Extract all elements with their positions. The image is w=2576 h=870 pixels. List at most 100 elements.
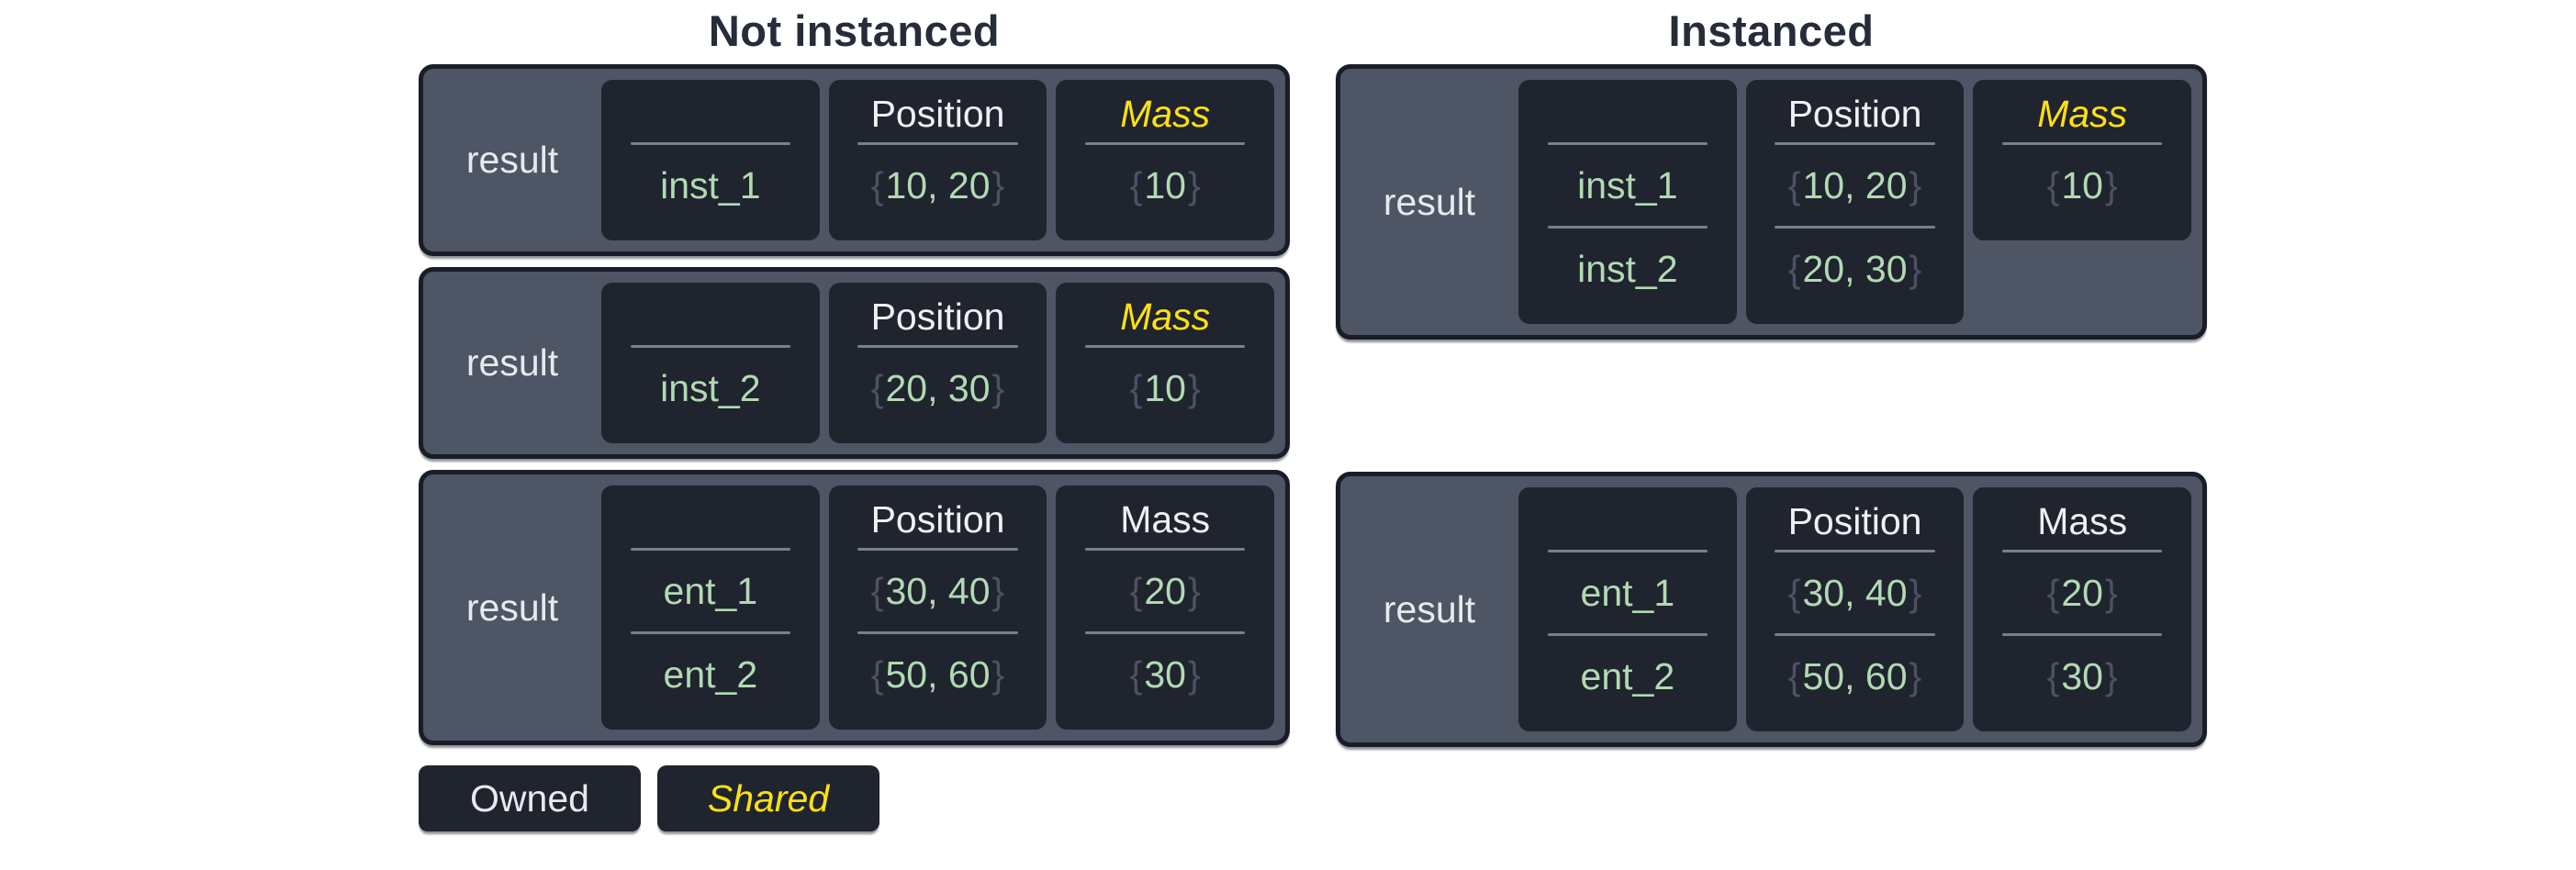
row-divider bbox=[2002, 550, 2163, 552]
component-value-text: 20, 30 bbox=[1802, 247, 1908, 290]
open-brace: { bbox=[870, 652, 884, 696]
open-brace: { bbox=[2046, 163, 2060, 206]
row-divider bbox=[1547, 226, 1708, 229]
result-label: result bbox=[1383, 587, 1476, 630]
column-header: Mass bbox=[1120, 92, 1211, 135]
row-divider bbox=[1547, 142, 1708, 145]
component-value: {20} bbox=[1065, 551, 1265, 631]
component-value: {50, 60} bbox=[1755, 636, 1955, 717]
close-brace: } bbox=[1909, 571, 1922, 614]
open-brace: { bbox=[870, 163, 884, 206]
result-label: result bbox=[1383, 180, 1476, 223]
component-value-text: 30 bbox=[1144, 652, 1186, 696]
component-value-text: 10, 20 bbox=[1802, 163, 1908, 206]
row-divider bbox=[1085, 631, 1246, 634]
entity-name: inst_2 bbox=[660, 366, 761, 409]
component-value-text: 10, 20 bbox=[885, 163, 991, 206]
close-brace: } bbox=[1909, 247, 1922, 290]
legend-chip-shared: Shared bbox=[657, 765, 879, 831]
result-label: result bbox=[465, 341, 559, 384]
component-value: {30, 40} bbox=[1755, 552, 1955, 633]
entity-row: inst_2 bbox=[1528, 229, 1728, 309]
row-divider bbox=[1775, 550, 1935, 552]
component-value-text: 10 bbox=[2061, 163, 2103, 206]
result-label: result bbox=[465, 586, 559, 629]
column-header bbox=[610, 85, 811, 142]
row-divider bbox=[1775, 633, 1935, 636]
close-brace: } bbox=[2104, 654, 2118, 697]
column-position: Position {10, 20}{20, 30} bbox=[1745, 80, 1965, 324]
component-value: {30} bbox=[1982, 636, 2182, 717]
component-value: {20, 30} bbox=[1755, 229, 1955, 309]
component-value: {10, 20} bbox=[838, 145, 1038, 226]
section-title: Instanced bbox=[1668, 6, 1875, 55]
row-divider bbox=[630, 548, 790, 551]
open-brace: { bbox=[1787, 571, 1801, 614]
column-header: Position bbox=[870, 92, 1005, 135]
column-header: Position bbox=[1787, 92, 1922, 135]
open-brace: { bbox=[870, 366, 884, 409]
column-header bbox=[1528, 493, 1728, 550]
close-brace: } bbox=[1187, 569, 1201, 612]
open-brace: { bbox=[1787, 163, 1801, 206]
row-divider bbox=[2002, 633, 2163, 636]
row-divider bbox=[857, 548, 1018, 551]
close-brace: } bbox=[991, 163, 1005, 206]
row-divider bbox=[857, 631, 1018, 634]
open-brace: { bbox=[870, 569, 884, 612]
row-divider bbox=[630, 345, 790, 348]
component-value-text: 30, 40 bbox=[1802, 571, 1908, 614]
column-header bbox=[1528, 85, 1728, 142]
column-header: Position bbox=[1787, 499, 1922, 542]
component-value: {20} bbox=[1982, 552, 2182, 633]
result-label: result bbox=[465, 139, 559, 181]
row-divider bbox=[857, 345, 1018, 348]
column-entities: ent_1 ent_2 bbox=[601, 485, 820, 730]
component-value: {10} bbox=[1065, 145, 1265, 226]
column-header: Mass bbox=[2037, 499, 2128, 542]
row-divider bbox=[630, 142, 790, 145]
row-divider bbox=[1775, 226, 1935, 229]
entity-row: ent_2 bbox=[1528, 636, 1728, 717]
component-value-text: 30, 40 bbox=[885, 569, 991, 612]
entity-row: ent_1 bbox=[610, 551, 811, 631]
close-brace: } bbox=[2104, 571, 2118, 614]
row-divider bbox=[1085, 142, 1246, 145]
section-title: Not instanced bbox=[708, 6, 1001, 55]
open-brace: { bbox=[1129, 163, 1143, 206]
close-brace: } bbox=[2104, 163, 2118, 206]
component-value: {20, 30} bbox=[838, 348, 1038, 429]
open-brace: { bbox=[2046, 571, 2060, 614]
close-brace: } bbox=[1187, 366, 1201, 409]
column-header bbox=[610, 288, 811, 345]
component-value-text: 10 bbox=[1144, 163, 1186, 206]
entity-name: inst_1 bbox=[1577, 163, 1678, 206]
open-brace: { bbox=[2046, 654, 2060, 697]
open-brace: { bbox=[1787, 654, 1801, 697]
column-mass: Mass {10} bbox=[1056, 80, 1275, 240]
close-brace: } bbox=[991, 366, 1005, 409]
entity-row: ent_2 bbox=[610, 634, 811, 715]
row-divider bbox=[1547, 550, 1708, 552]
entity-name: ent_1 bbox=[1580, 571, 1675, 614]
entity-name: ent_2 bbox=[663, 652, 758, 696]
open-brace: { bbox=[1129, 569, 1143, 612]
column-position: Position{30, 40}{50, 60} bbox=[828, 485, 1047, 730]
close-brace: } bbox=[991, 569, 1005, 612]
entity-name: inst_2 bbox=[1577, 247, 1678, 290]
component-value-text: 20 bbox=[2061, 571, 2103, 614]
entity-row: ent_1 bbox=[1528, 552, 1728, 633]
open-brace: { bbox=[1129, 366, 1143, 409]
column-position: Position{30, 40}{50, 60} bbox=[1745, 487, 1965, 731]
open-brace: { bbox=[1787, 247, 1801, 290]
